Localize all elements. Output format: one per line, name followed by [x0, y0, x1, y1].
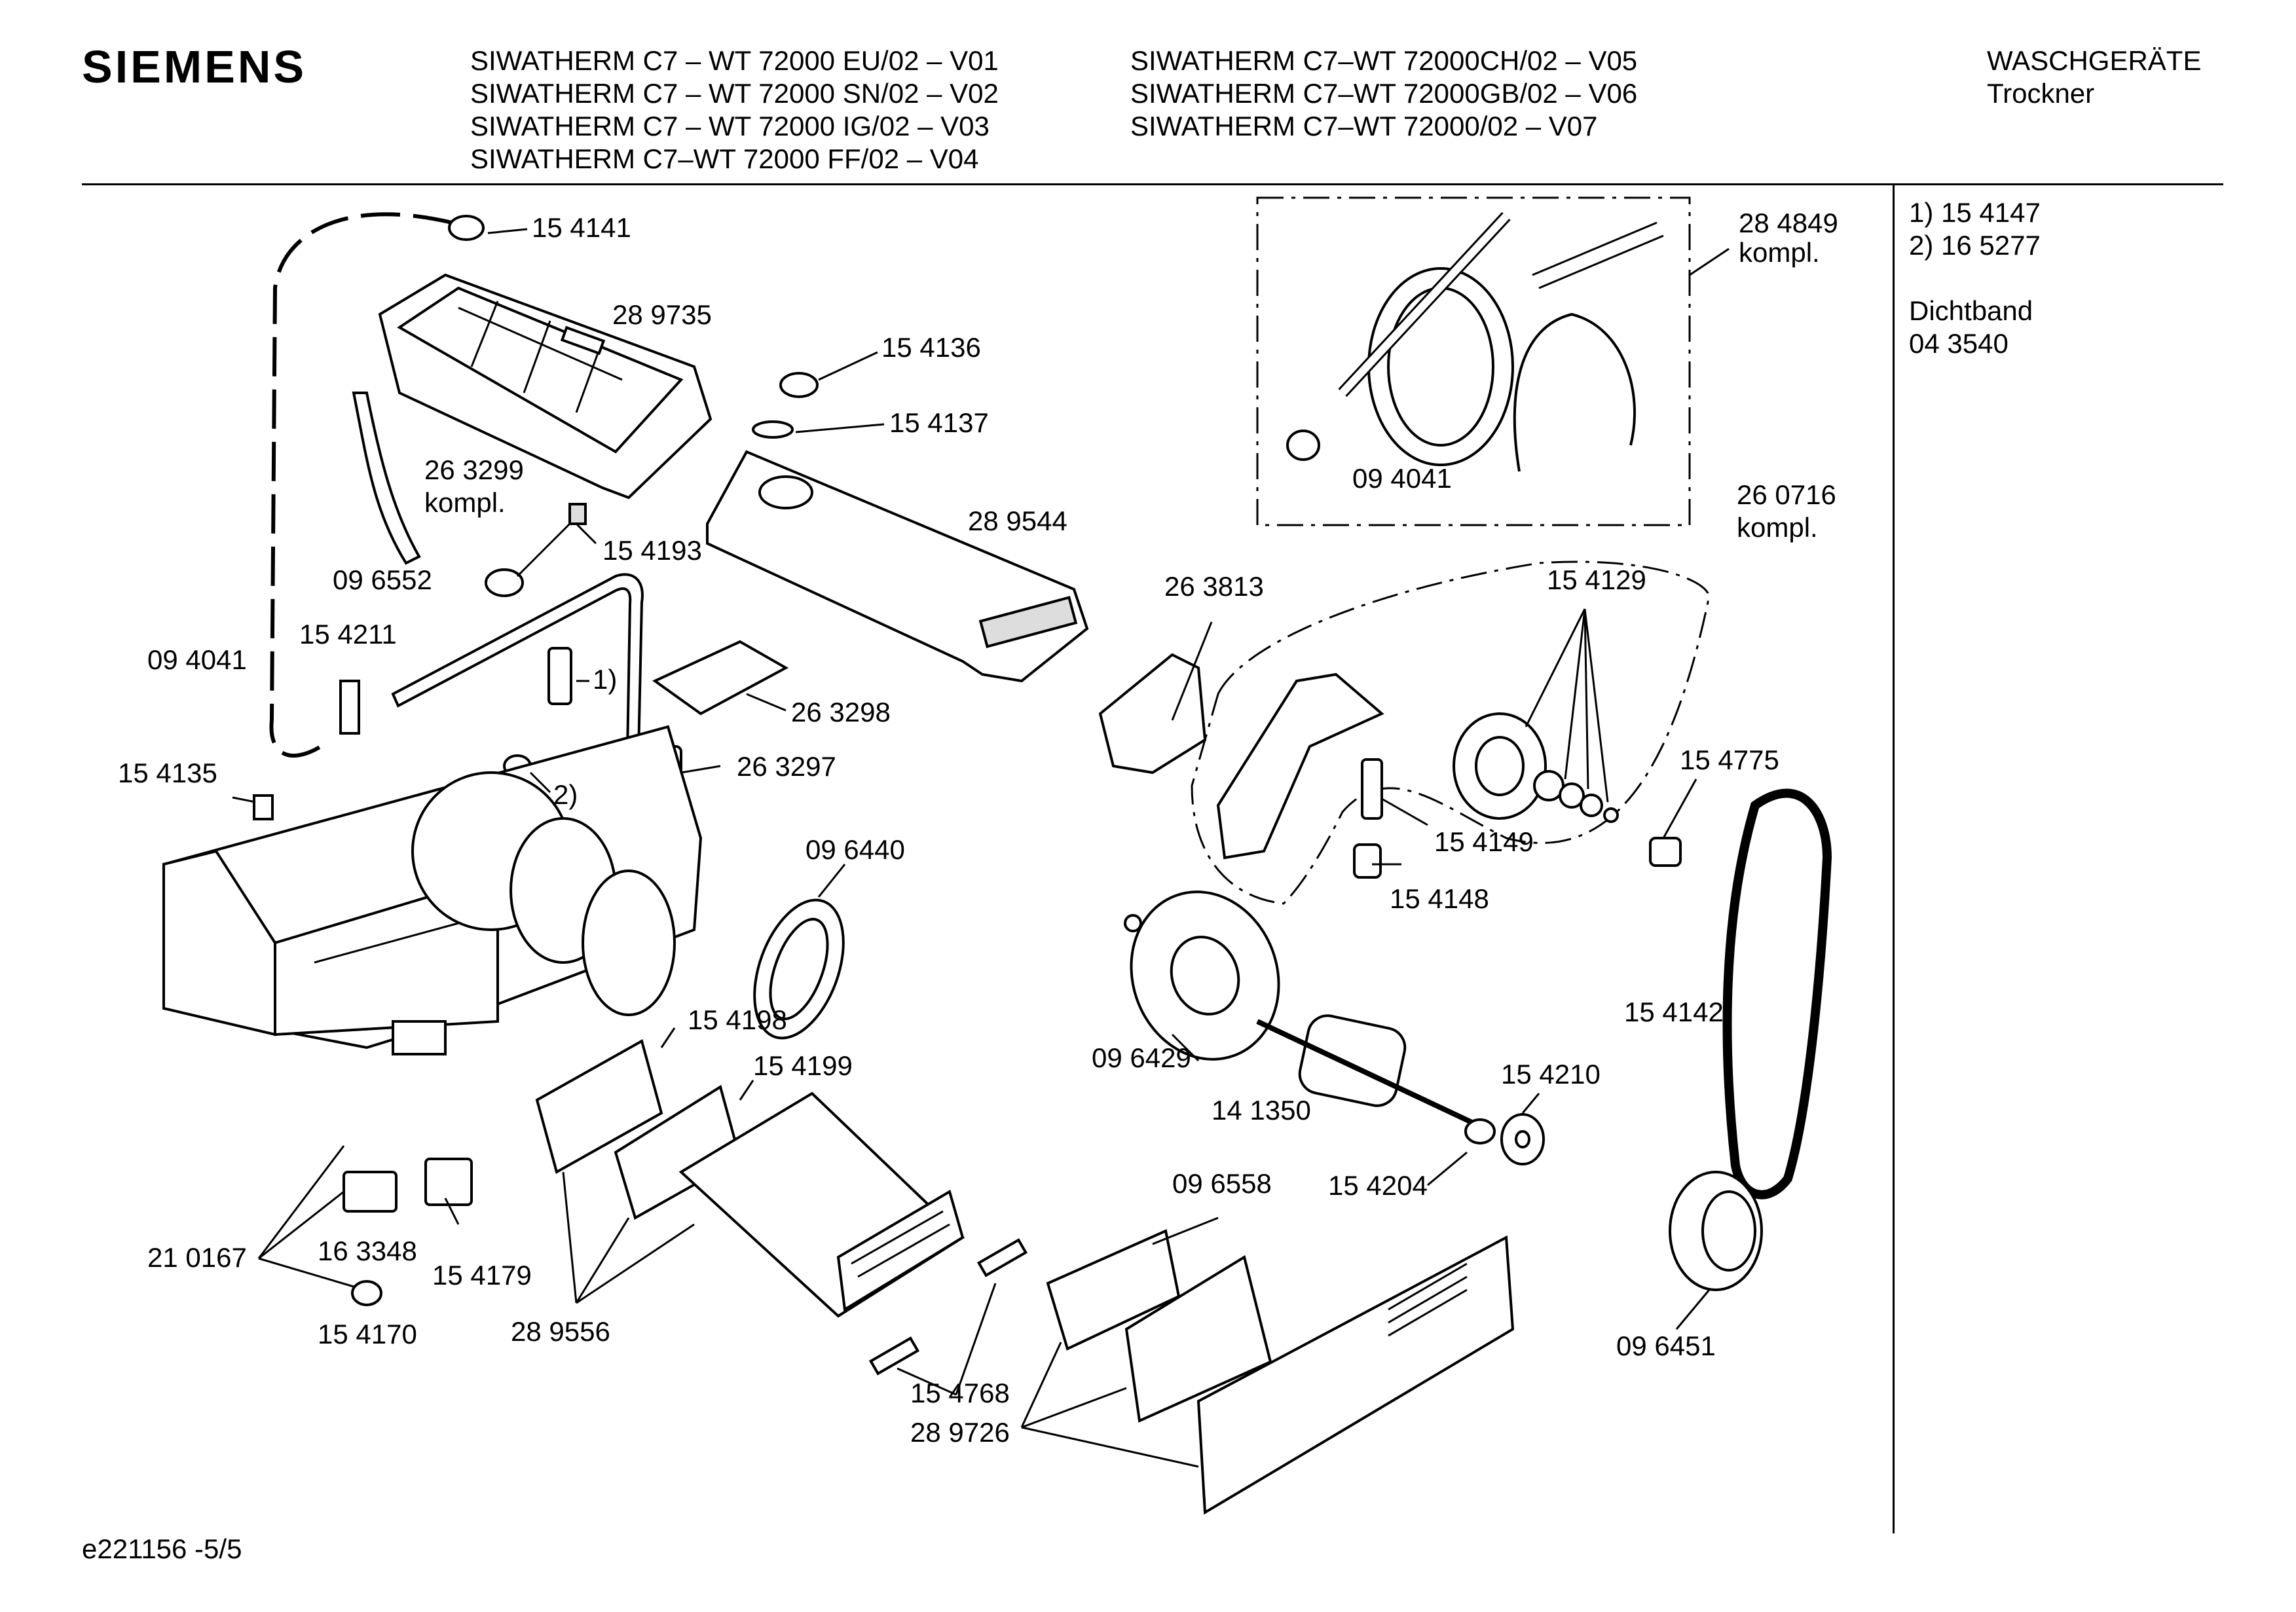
note-line: 2) 16 5277 — [1909, 230, 2041, 261]
motor-141350-part — [1256, 1014, 1481, 1129]
sidebar-notes: 1) 15 4147 2) 16 5277 Dichtband 04 3540 — [1909, 196, 2041, 360]
model-line: SIWATHERM C7 – WT 72000 SN/02 – V02 — [470, 78, 999, 109]
clamp-163348-part — [343, 1171, 398, 1213]
label-154199: 15 4199 — [753, 1050, 853, 1081]
label-154210: 15 4210 — [1501, 1059, 1601, 1090]
level-switch-263299-part — [485, 503, 587, 597]
label-210167: 21 0167 — [147, 1242, 247, 1273]
label-096451: 09 6451 — [1616, 1330, 1716, 1361]
bearing-154204-part — [1464, 1118, 1496, 1145]
model-line: SIWATHERM C7–WT 72000GB/02 – V06 — [1130, 78, 1638, 109]
part-labels: 15 4141 28 9735 15 4136 15 4137 28 4849 … — [118, 208, 1838, 1448]
label-154148: 15 4148 — [1390, 883, 1489, 914]
spring-154149-part — [1361, 758, 1383, 820]
capacitor-part — [547, 647, 572, 705]
label-096558: 09 6558 — [1172, 1168, 1272, 1199]
stopper-154137-part — [752, 420, 794, 439]
leader-lines — [232, 228, 1730, 1468]
condenser-tray-289544-part — [706, 450, 1089, 683]
hose-096552-part — [352, 392, 421, 565]
fan-wheel-096429-part — [1124, 890, 1280, 1061]
label-096429: 09 6429 — [1092, 1042, 1191, 1073]
label-154129: 15 4129 — [1547, 564, 1646, 595]
label-263299: 26 3299 — [424, 454, 524, 485]
label-154135: 15 4135 — [118, 758, 217, 788]
motor-bracket-263813-part — [1098, 653, 1207, 775]
label-kompl: kompl. — [1737, 512, 1818, 543]
label-154204: 15 4204 — [1328, 1170, 1428, 1201]
label-096440: 09 6440 — [805, 834, 905, 865]
label-263297: 26 3297 — [737, 751, 836, 782]
belt-154142-part — [1722, 788, 1832, 1200]
label-260716: 26 0716 — [1737, 479, 1836, 510]
model-line: SIWATHERM C7–WT 72000/02 – V07 — [1130, 111, 1598, 141]
label-154170: 15 4170 — [318, 1319, 417, 1349]
label-154211: 15 4211 — [299, 619, 397, 650]
base-frame-part — [162, 725, 703, 1055]
seal-ring-096440-part — [753, 898, 845, 1040]
label-154137: 15 4137 — [889, 407, 989, 438]
label-154149: 15 4149 — [1434, 826, 1534, 857]
label-154768: 15 4768 — [910, 1378, 1010, 1408]
cap-154775-part — [1649, 837, 1682, 867]
water-container-part — [378, 273, 713, 500]
screws-154768-part — [868, 1238, 1028, 1376]
motor-kit-260716-part — [1191, 560, 1711, 905]
clamp-154179-part — [424, 1158, 473, 1206]
subcategory-title: Trockner — [1987, 78, 2095, 109]
label-154775: 15 4775 — [1680, 744, 1779, 775]
condenser-289556-part — [678, 1091, 965, 1318]
gasket-154198-part — [535, 1038, 663, 1175]
label-154179: 15 4179 — [432, 1260, 532, 1291]
label-094041-inset: 09 4041 — [1352, 463, 1452, 494]
note-line: 1) 15 4147 — [1909, 197, 2041, 228]
label-154142: 15 4142 — [1624, 997, 1724, 1027]
label-096552: 09 6552 — [333, 564, 432, 595]
foot-154170-part — [351, 1280, 382, 1306]
label-289735: 28 9735 — [612, 299, 712, 330]
model-list-left: SIWATHERM C7 – WT 72000 EU/02 – V01 SIWA… — [470, 45, 999, 175]
label-289726: 28 9726 — [910, 1417, 1010, 1448]
label-kompl: kompl. — [424, 487, 506, 518]
hose-kit-inset-box — [1256, 196, 1691, 526]
front-panel-part — [1196, 1235, 1515, 1515]
sidebar-divider — [1893, 185, 1895, 1533]
label-289544: 28 9544 — [968, 505, 1067, 536]
label-289556: 28 9556 — [511, 1316, 610, 1347]
model-line: SIWATHERM C7–WT 72000 FF/02 – V04 — [470, 143, 979, 174]
label-094041: 09 4041 — [147, 644, 247, 675]
page-id: e221156 -5/5 — [82, 1533, 242, 1564]
clip-154211-part — [339, 680, 360, 735]
filter-154136-part — [779, 372, 819, 398]
model-list-right: SIWATHERM C7–WT 72000CH/02 – V05 SIWATHE… — [1130, 45, 1637, 143]
label-163348: 16 3348 — [318, 1236, 417, 1266]
fan-wheel-096451-part — [1669, 1171, 1763, 1291]
seal-label: Dichtband — [1909, 295, 2033, 326]
drain-hose-part — [269, 212, 485, 758]
category-title: WASCHGERÄTE — [1987, 45, 2202, 76]
header-divider — [82, 183, 2223, 185]
label-154136: 15 4136 — [881, 332, 981, 363]
model-line: SIWATHERM C7 – WT 72000 EU/02 – V01 — [470, 45, 999, 76]
label-kompl: kompl. — [1739, 237, 1820, 268]
model-line: SIWATHERM C7–WT 72000CH/02 – V05 — [1130, 45, 1638, 76]
bearing-154210-part — [1500, 1113, 1545, 1165]
label-263813: 26 3813 — [1164, 571, 1264, 602]
brand-logo: SIEMENS — [82, 41, 307, 92]
label-141350: 14 1350 — [1212, 1095, 1311, 1126]
label-263298: 26 3298 — [791, 697, 891, 727]
bracket-154135-part — [253, 794, 274, 820]
label-154141: 15 4141 — [532, 212, 631, 243]
label-154193: 15 4193 — [602, 535, 702, 566]
pulley-154148-part — [1353, 843, 1382, 879]
label-note-2: 2) — [553, 779, 578, 810]
model-line: SIWATHERM C7 – WT 72000 IG/02 – V03 — [470, 111, 990, 141]
pcb-263298-part — [652, 640, 789, 716]
seal-number: 04 3540 — [1909, 328, 2009, 359]
label-284849: 28 4849 — [1739, 208, 1838, 238]
category-block: WASCHGERÄTE Trockner — [1987, 45, 2201, 110]
label-154198: 15 4198 — [688, 1004, 787, 1035]
label-note-1: 1) — [593, 664, 617, 695]
